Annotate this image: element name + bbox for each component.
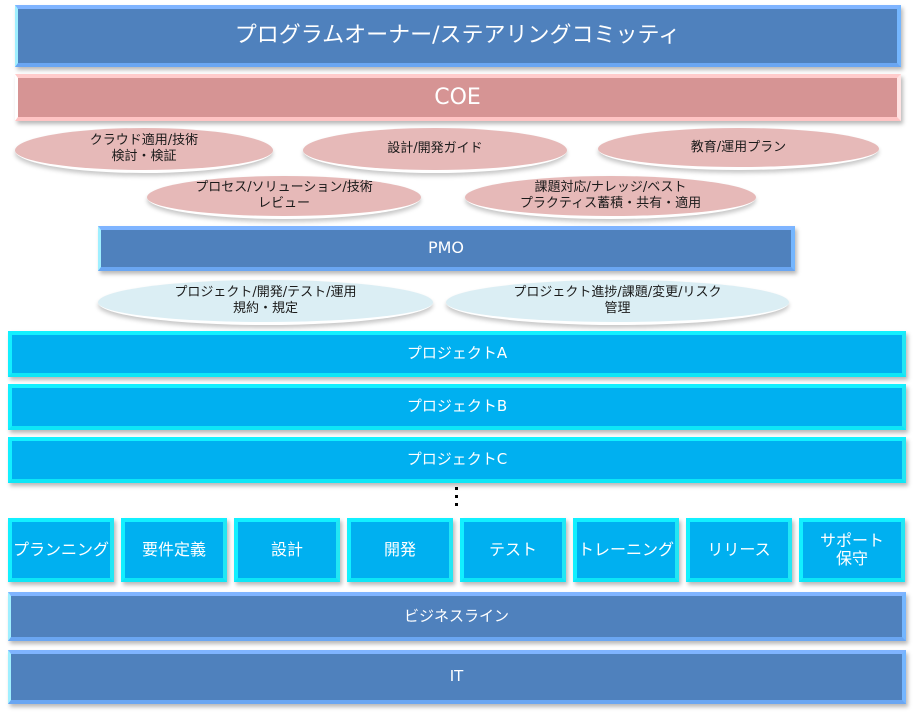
coe-function-label: プロセス/ソリューション/技術 レビュー — [195, 180, 373, 211]
coe-label: COE — [434, 84, 481, 110]
coe-function-label: 設計/開発ガイド — [387, 141, 483, 157]
project-label: プロジェクトB — [406, 397, 508, 416]
coe-function-knowledge-best-practice: 課題対応/ナレッジ/ベスト プラクティス蓄積・共有・適用 — [465, 176, 756, 219]
phase-training-box: トレーニング — [573, 518, 679, 582]
it-box: IT — [8, 650, 906, 704]
coe-function-design-guide: 設計/開発ガイド — [303, 128, 567, 173]
pmo-function-standards: プロジェクト/開発/テスト/運用 規約・規定 — [98, 280, 433, 325]
coe-function-label: 教育/運用プラン — [690, 139, 787, 155]
coe-function-label: クラウド適用/技術 検討・検証 — [89, 133, 199, 164]
pmo-function-management: プロジェクト進捗/課題/変更/リスク 管理 — [446, 280, 789, 325]
project-label: プロジェクトA — [406, 344, 508, 363]
coe-function-cloud-evaluation: クラウド適用/技術 検討・検証 — [15, 128, 273, 173]
it-label: IT — [449, 667, 464, 686]
pmo-label: PMO — [427, 238, 465, 258]
phase-label: 設計 — [270, 539, 303, 559]
phase-label: 要件定義 — [141, 539, 206, 559]
project-a-box: プロジェクトA — [8, 331, 906, 377]
project-c-box: プロジェクトC — [8, 437, 906, 483]
steering-committee-label: プログラムオーナー/ステアリングコミッティ — [234, 23, 681, 49]
phase-label: リリース — [707, 539, 771, 559]
phase-label: 開発 — [383, 539, 416, 559]
phase-requirements-box: 要件定義 — [121, 518, 227, 582]
phase-label: トレーニング — [577, 539, 674, 559]
phase-support-box: サポート 保守 — [799, 518, 905, 582]
phase-development-box: 開発 — [347, 518, 453, 582]
phase-design-box: 設計 — [234, 518, 340, 582]
coe-function-label: 課題対応/ナレッジ/ベスト プラクティス蓄積・共有・適用 — [519, 180, 702, 211]
coe-function-process-review: プロセス/ソリューション/技術 レビュー — [147, 176, 421, 219]
phase-label: テスト — [488, 539, 537, 559]
phase-planning-box: プランニング — [8, 518, 114, 582]
phase-release-box: リリース — [686, 518, 792, 582]
coe-function-education-plan: 教育/運用プラン — [598, 128, 879, 170]
project-label: プロジェクトC — [406, 450, 508, 469]
project-b-box: プロジェクトB — [8, 384, 906, 430]
steering-committee-box: プログラムオーナー/ステアリングコミッティ — [15, 5, 901, 67]
phase-label: サポート 保守 — [819, 530, 884, 568]
pmo-box: PMO — [98, 226, 795, 271]
coe-box: COE — [15, 74, 901, 121]
business-line-box: ビジネスライン — [8, 592, 906, 641]
phase-label: プランニング — [12, 539, 109, 559]
phase-test-box: テスト — [460, 518, 566, 582]
pmo-function-label: プロジェクト/開発/テスト/運用 規約・規定 — [174, 285, 357, 316]
business-line-label: ビジネスライン — [403, 606, 509, 625]
more-projects-ellipsis-icon — [455, 487, 459, 511]
pmo-function-label: プロジェクト進捗/課題/変更/リスク 管理 — [513, 285, 722, 316]
